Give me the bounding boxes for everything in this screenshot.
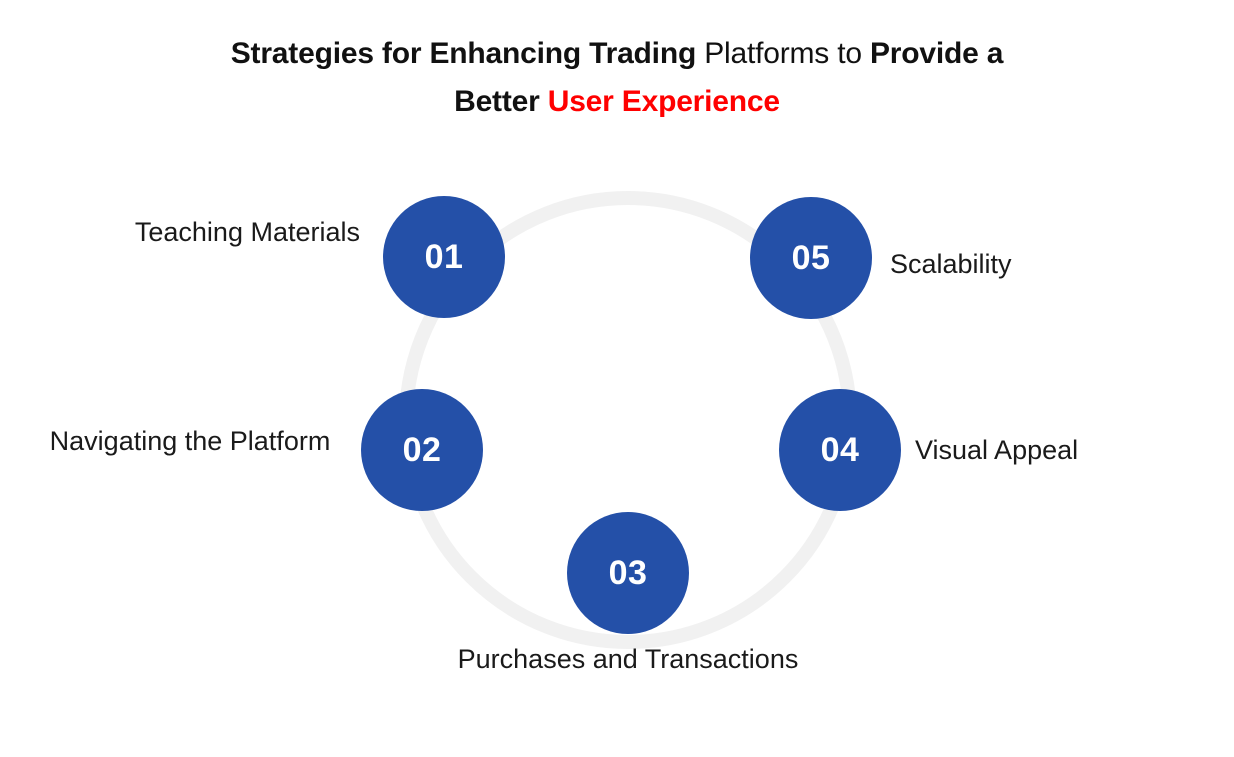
title-segment-bold-2: Provide a <box>870 37 1004 70</box>
node-number-04: 04 <box>820 431 860 469</box>
title-segment-bold-3: Better <box>454 85 548 118</box>
process-node-01[interactable]: 01 <box>383 196 505 318</box>
node-label-05: Scalability <box>890 249 1012 279</box>
title-line-2: Better User Experience <box>0 78 1234 126</box>
node-label-02: Navigating the Platform <box>49 426 331 456</box>
node-number-01: 01 <box>424 238 464 276</box>
title-segment-bold-1: Strategies for Enhancing Trading <box>230 37 697 70</box>
process-node-03[interactable]: 03 <box>567 512 689 634</box>
process-node-04[interactable]: 04 <box>779 389 901 511</box>
node-label-01: Teaching Materials <box>134 217 360 247</box>
title-segment-regular-1: Platforms to <box>696 37 870 70</box>
title-line-1: Strategies for Enhancing Trading Platfor… <box>0 30 1234 78</box>
process-node-05[interactable]: 05 <box>750 197 872 319</box>
page-title: Strategies for Enhancing Trading Platfor… <box>0 30 1234 126</box>
node-number-05: 05 <box>791 239 831 277</box>
title-segment-accent: User Experience <box>547 85 780 118</box>
node-number-03: 03 <box>608 554 648 592</box>
node-number-02: 02 <box>402 431 442 469</box>
node-label-03: Purchases and Transactions <box>457 644 799 674</box>
process-node-02[interactable]: 02 <box>361 389 483 511</box>
node-label-04: Visual Appeal <box>915 435 1079 465</box>
